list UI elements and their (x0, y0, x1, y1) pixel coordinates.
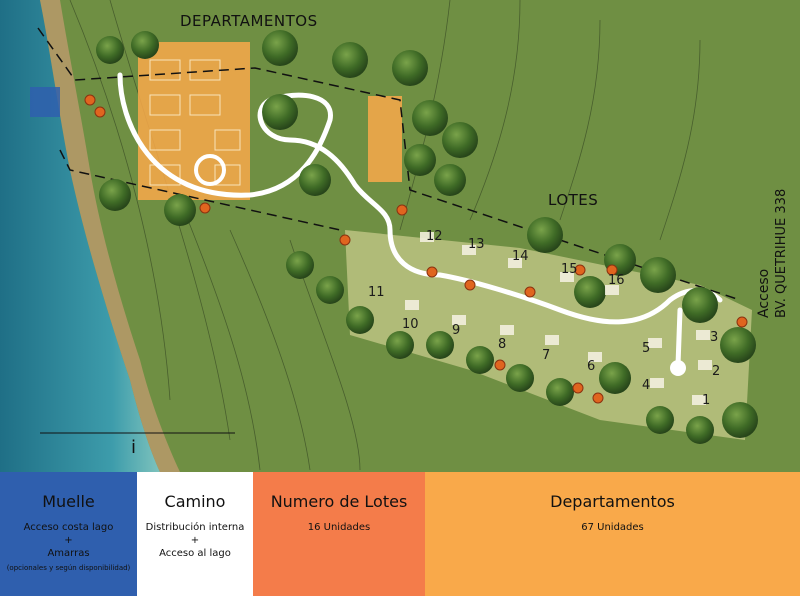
legend-muelle: Muelle Acceso costa lago + Amarras (opci… (0, 472, 137, 596)
legend-muelle-title: Muelle (42, 492, 95, 511)
legend-muelle-note: (opcionales y según disponibilidad) (6, 564, 131, 572)
legend-departamentos-line1: 67 Unidades (581, 522, 644, 533)
lot-number: 2 (712, 364, 721, 379)
legend-lotes-line1: 16 Unidades (307, 522, 371, 533)
dock-muelle (30, 87, 60, 117)
house-plots (405, 232, 712, 405)
lot-number: 16 (608, 273, 625, 288)
trees (96, 30, 758, 444)
lot-number: 7 (542, 348, 551, 363)
lot-number: 4 (642, 378, 651, 393)
legend-muelle-plus: + (64, 535, 73, 546)
lot-number: 8 (498, 337, 507, 352)
lot-number: 6 (587, 359, 596, 374)
lot-number: 14 (512, 249, 529, 264)
lot-number: 13 (468, 237, 485, 252)
site-plan-map: DEPARTAMENTOS LOTES i Acceso BV. QUETRIH… (0, 0, 796, 472)
access-line2: BV. QUETRIHUE 338 (774, 188, 789, 318)
lot-markers (84, 94, 748, 404)
lot-number: 1 (702, 393, 711, 408)
departamentos-buildings (149, 59, 241, 186)
lot-number: 5 (642, 341, 651, 356)
legend-muelle-line2: Amarras (47, 548, 90, 559)
lot-number: 15 (561, 262, 578, 277)
departamentos-map-label: DEPARTAMENTOS (180, 12, 318, 30)
access-line1: Acceso (756, 268, 772, 318)
legend-departamentos: Departamentos 67 Unidades (425, 472, 800, 596)
roundabout-departamentos (194, 154, 226, 186)
departamentos-zone-main (138, 42, 250, 200)
legend-lotes: Numero de Lotes 16 Unidades (253, 472, 425, 596)
legend-muelle-line1: Acceso costa lago (23, 522, 114, 533)
property-boundary (37, 27, 741, 301)
access-label: Acceso BV. QUETRIHUE 338 (746, 188, 796, 320)
legend-camino-line2: Acceso al lago (159, 548, 231, 559)
shore (40, 0, 180, 472)
legend-camino-plus: + (190, 535, 200, 546)
lot-number: 10 (402, 317, 419, 332)
lot-number: 3 (710, 330, 719, 345)
legend-camino-title: Camino (164, 492, 226, 511)
legend-camino-line1: Distribución interna (145, 522, 245, 533)
lot-number: 9 (452, 323, 461, 338)
internal-roads (117, 72, 723, 368)
departamentos-zone-secondary (368, 96, 402, 182)
lot-number: 11 (368, 285, 385, 300)
legend-lotes-title: Numero de Lotes (270, 492, 408, 511)
legend-bar: Muelle Acceso costa lago + Amarras (opci… (0, 472, 800, 596)
site-plan-graphic (0, 0, 758, 472)
legend-departamentos-title: Departamentos (550, 492, 675, 511)
lotes-map-label: LOTES (548, 191, 599, 209)
legend-camino: Camino Distribución interna + Acceso al … (137, 472, 253, 596)
scale-marker: i (131, 437, 137, 458)
roundabout-lotes (670, 360, 686, 376)
lot-number: 12 (426, 229, 443, 244)
lake (0, 0, 160, 472)
